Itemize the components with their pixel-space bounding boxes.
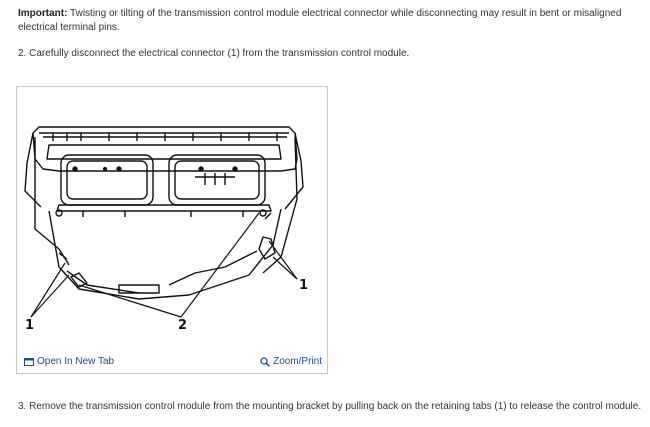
important-text: Twisting or tilting of the transmission … bbox=[18, 8, 622, 33]
figure-container: 1 1 2 Open In New Tab Zoom/Print bbox=[16, 86, 328, 374]
important-label: Important: bbox=[18, 8, 68, 19]
important-note: Important: Twisting or tilting of the tr… bbox=[18, 7, 642, 35]
open-tab-icon bbox=[24, 358, 34, 366]
figure-links-bar: Open In New Tab Zoom/Print bbox=[18, 352, 326, 372]
tcm-connector-diagram: 1 1 2 bbox=[24, 126, 308, 333]
callout-left-1: 1 bbox=[25, 318, 34, 333]
open-in-new-tab-link[interactable]: Open In New Tab bbox=[24, 352, 114, 372]
callout-center-2: 2 bbox=[178, 318, 187, 333]
step-3-text: 3. Remove the transmission control modul… bbox=[18, 401, 642, 412]
callout-right-1: 1 bbox=[299, 278, 308, 293]
zoom-print-link[interactable]: Zoom/Print bbox=[260, 352, 322, 372]
step-2-text: 2. Carefully disconnect the electrical c… bbox=[18, 48, 410, 59]
open-in-new-tab-label[interactable]: Open In New Tab bbox=[37, 356, 115, 367]
magnifier-icon bbox=[260, 357, 270, 367]
zoom-print-label[interactable]: Zoom/Print bbox=[273, 356, 322, 367]
